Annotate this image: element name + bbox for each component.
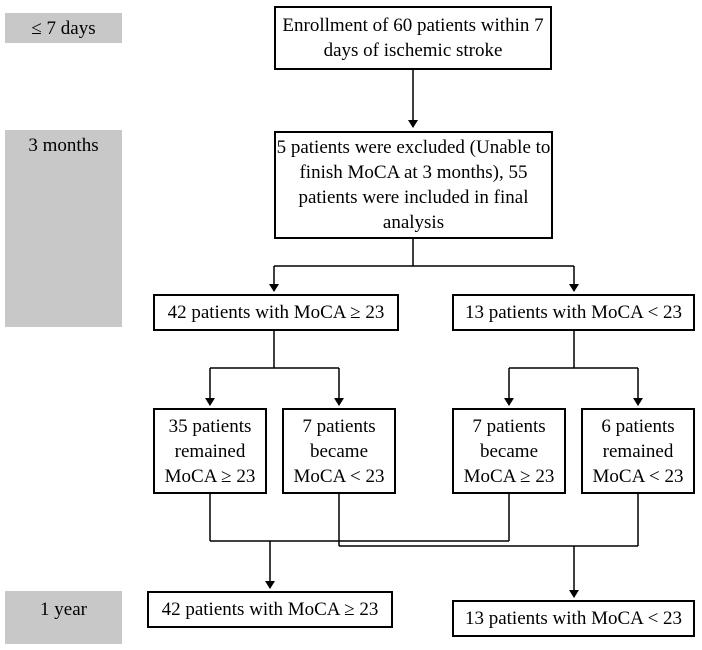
low-moca-1-year-box: 13 patients with MoCA < 23 — [452, 600, 695, 637]
high-moca-1-year-text: 42 patients with MoCA ≥ 23 — [161, 599, 379, 620]
high-became-low-box: 7 patients became MoCA < 23 — [282, 408, 396, 494]
timeline-stage-3-months: 3 months — [5, 130, 122, 327]
low-moca-3-months-text: 13 patients with MoCA < 23 — [464, 302, 683, 323]
exclusion-box: 5 patients were excluded (Unable to fini… — [274, 131, 553, 239]
timeline-stage-enrollment: ≤ 7 days — [5, 13, 122, 43]
low-moca-1-year-text: 13 patients with MoCA < 23 — [464, 608, 683, 629]
high-moca-1-year-box: 42 patients with MoCA ≥ 23 — [147, 591, 393, 628]
enrollment-box: Enrollment of 60 patients within 7 days … — [274, 6, 552, 70]
high-became-low-text: 7 patients became MoCA < 23 — [293, 415, 385, 487]
high-remained-box: 35 patients remained MoCA ≥ 23 — [153, 408, 267, 494]
timeline-stage-1-year: 1 year — [5, 591, 122, 644]
low-moca-3-months-box: 13 patients with MoCA < 23 — [452, 294, 695, 331]
low-became-high-box: 7 patients became MoCA ≥ 23 — [452, 408, 566, 494]
low-remained-text: 6 patients remained MoCA < 23 — [592, 415, 684, 487]
enrollment-text: Enrollment of 60 patients within 7 days … — [282, 15, 544, 61]
high-moca-3-months-box: 42 patients with MoCA ≥ 23 — [153, 294, 399, 331]
low-became-high-text: 7 patients became MoCA ≥ 23 — [463, 415, 555, 487]
low-remained-box: 6 patients remained MoCA < 23 — [581, 408, 695, 494]
exclusion-text: 5 patients were excluded (Unable to fini… — [276, 137, 551, 233]
high-remained-text: 35 patients remained MoCA ≥ 23 — [164, 415, 256, 487]
high-moca-3-months-text: 42 patients with MoCA ≥ 23 — [167, 302, 385, 323]
